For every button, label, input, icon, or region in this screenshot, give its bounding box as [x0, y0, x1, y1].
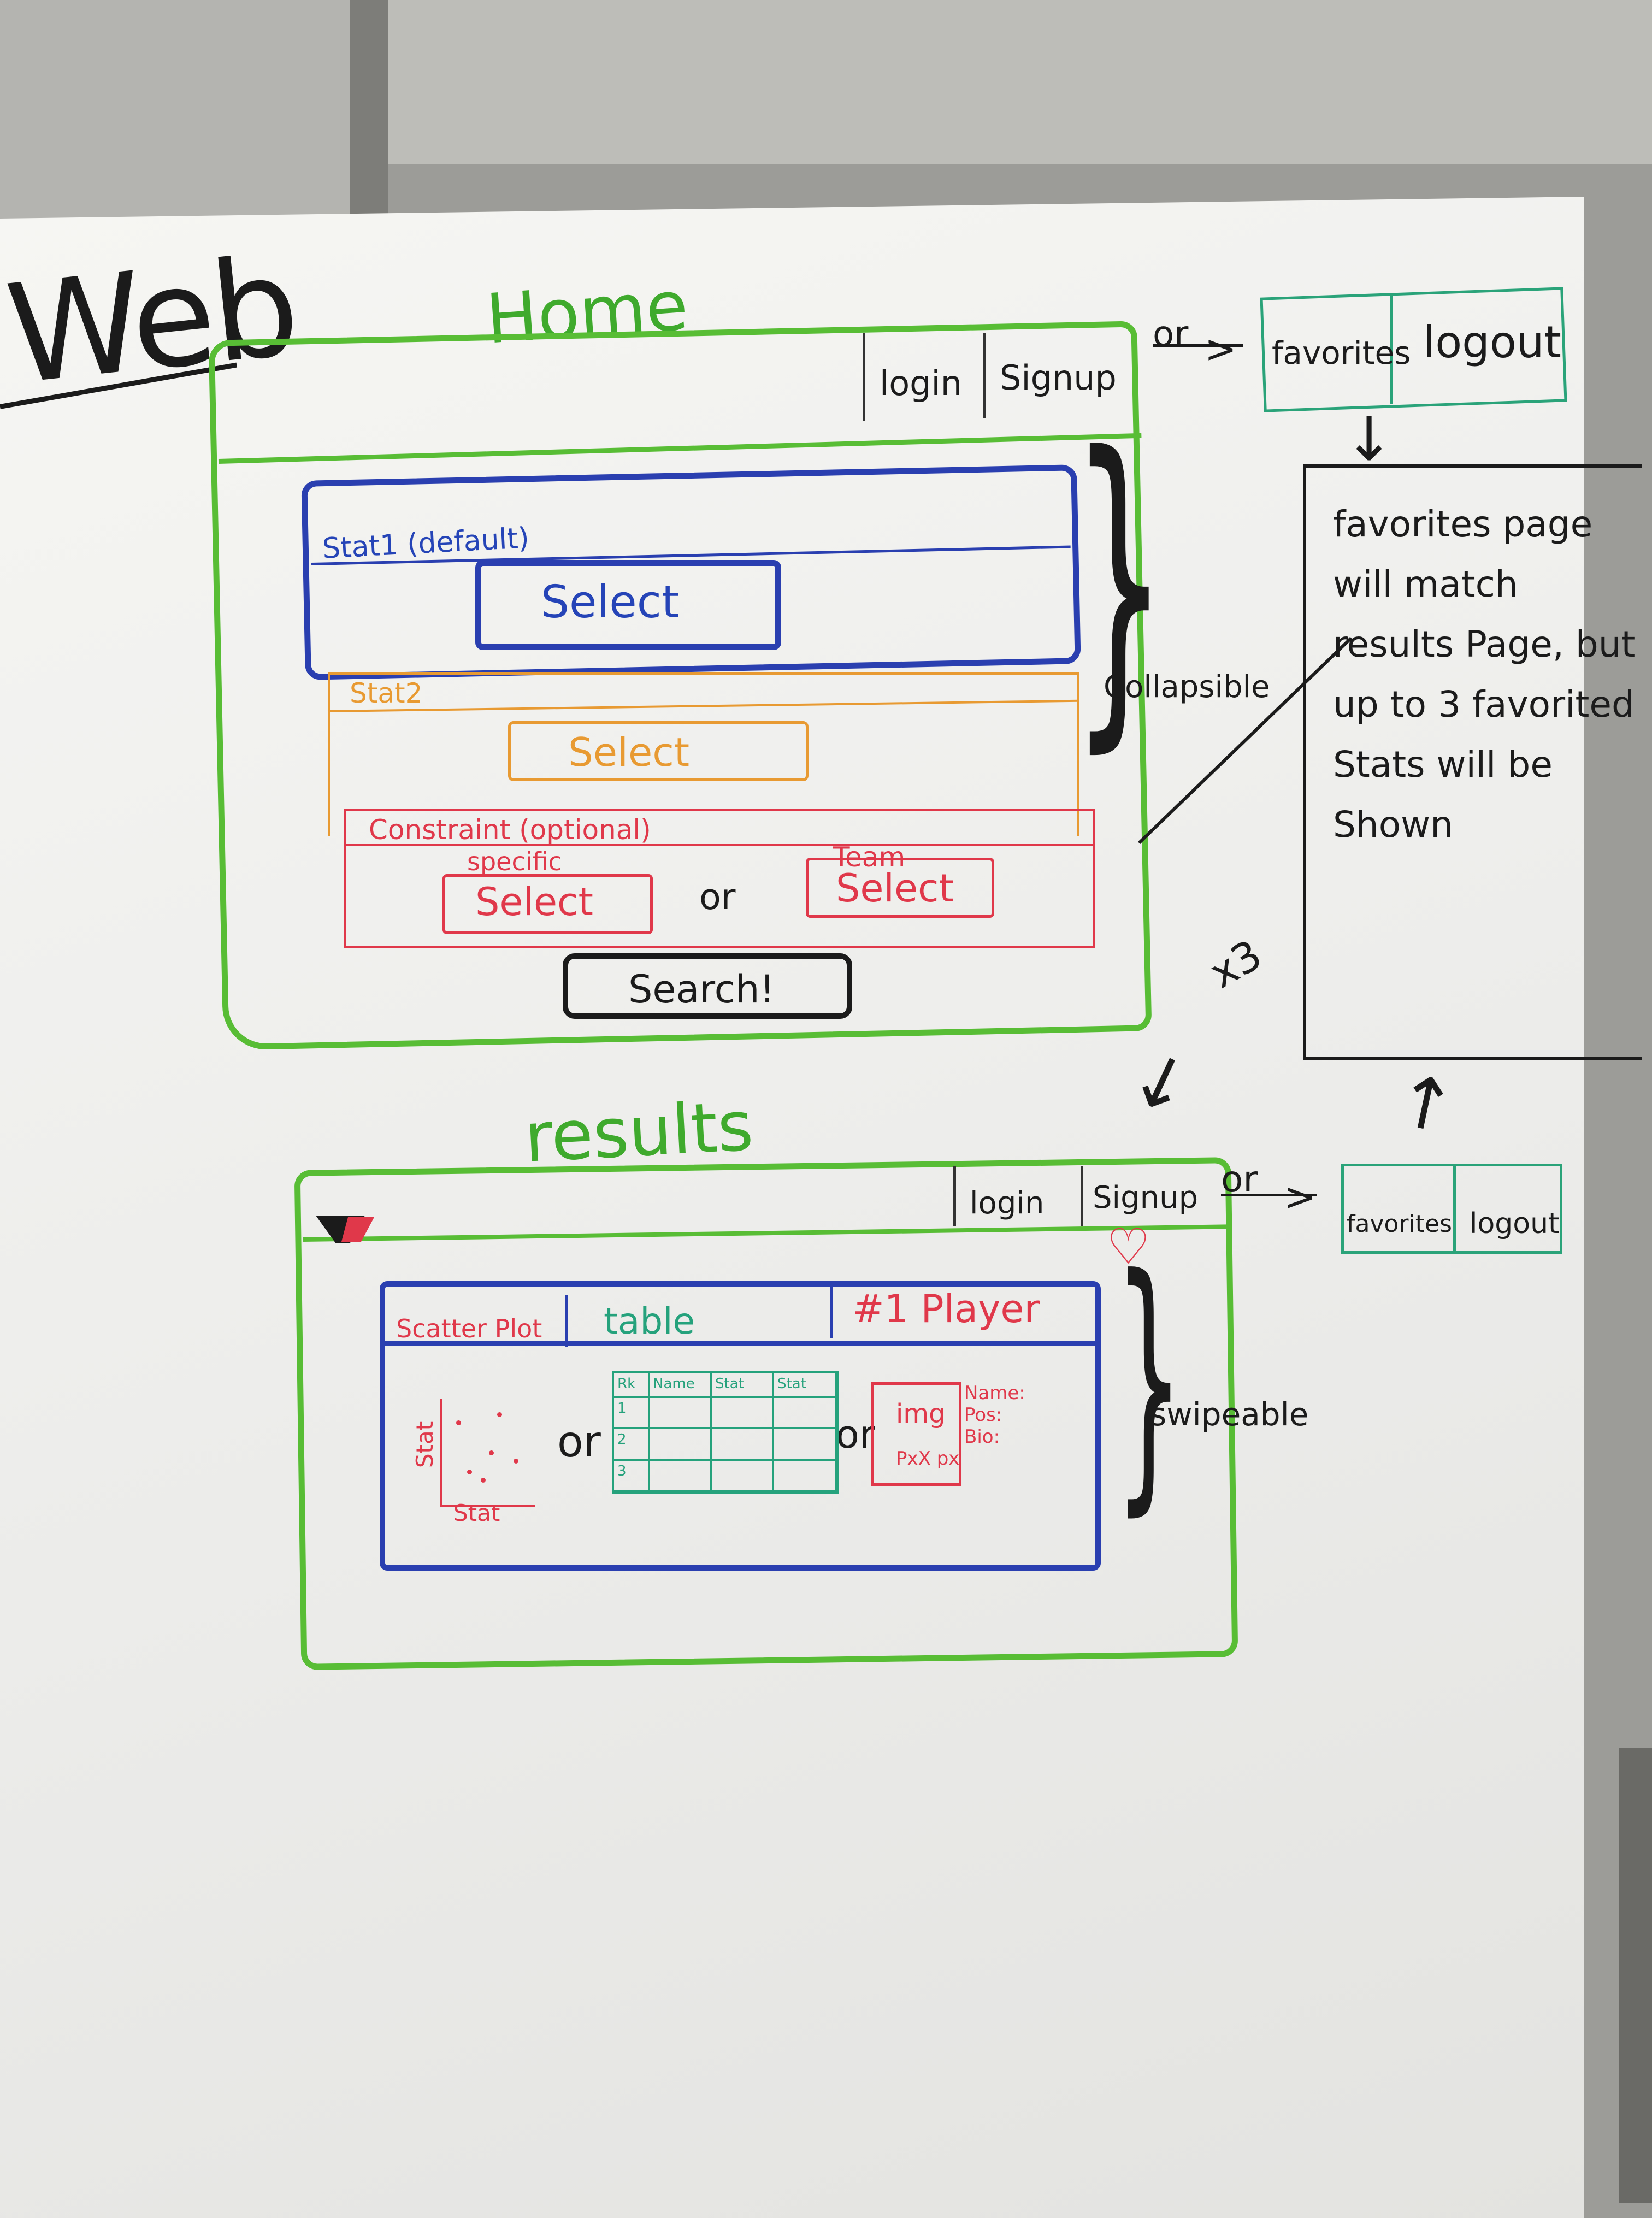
- cubicle-wall: [0, 0, 350, 229]
- results-or-b: or: [836, 1412, 875, 1457]
- scatter-x-axis: [440, 1505, 535, 1507]
- arrow-down-icon: ↓: [1344, 404, 1395, 474]
- table-cell: [712, 1398, 774, 1430]
- tab-divider: [565, 1295, 568, 1347]
- stat2-select-label: Select: [568, 729, 690, 775]
- scatter-point: [514, 1459, 518, 1464]
- constraint-label: Constraint (optional): [369, 814, 651, 846]
- scatter-point: [467, 1470, 472, 1474]
- scatter-x-label: Stat: [453, 1500, 500, 1526]
- auth-nav-top-divider: [1390, 295, 1393, 404]
- results-table: Rk Name Stat Stat 1 2 3: [612, 1371, 839, 1494]
- arrow-right-icon: >: [1284, 1175, 1316, 1219]
- table-cell: [650, 1460, 712, 1492]
- stat1-select-button[interactable]: [475, 560, 781, 650]
- table-cell-rank: 3: [614, 1460, 650, 1492]
- specific-label: specific: [467, 847, 562, 876]
- cubicle-post: [350, 0, 388, 229]
- auth-or-bottom: or: [1221, 1158, 1258, 1200]
- favorites-page-note: favorites page will match results Page, …: [1333, 503, 1636, 846]
- collapsible-note: Collapsible: [1104, 669, 1270, 705]
- player-image-placeholder: [871, 1382, 961, 1486]
- tab-table[interactable]: table: [604, 1300, 695, 1342]
- constraint-panel: [344, 809, 1095, 948]
- board-edge: [1619, 1748, 1652, 2203]
- scatter-y-axis: [440, 1399, 442, 1505]
- arrow-line-bottom: [1221, 1194, 1317, 1196]
- table-cell: [650, 1429, 712, 1461]
- scatter-point: [497, 1412, 502, 1417]
- scatter-point: [489, 1450, 494, 1455]
- constraint-divider: [344, 844, 1095, 846]
- table-cell: [712, 1460, 774, 1492]
- table-cell: [774, 1429, 836, 1461]
- results-nav-divider: [1081, 1166, 1083, 1226]
- auth-or-top: or: [1153, 314, 1189, 355]
- results-nav-left-divider: [953, 1166, 956, 1226]
- player-image-label: img: [896, 1399, 946, 1429]
- home-login-link[interactable]: login: [880, 363, 963, 403]
- scatter-y-label: Stat: [411, 1421, 439, 1468]
- table-header: Stat: [712, 1373, 774, 1398]
- team-select-button[interactable]: [806, 858, 994, 918]
- tab-top-player[interactable]: #1 Player: [852, 1287, 1040, 1331]
- home-nav-divider: [983, 333, 986, 418]
- team-label: Team: [833, 841, 906, 873]
- table-cell: [774, 1398, 836, 1430]
- tab-bar-line: [382, 1341, 1098, 1346]
- favorites-link-bottom[interactable]: favorites: [1347, 1210, 1452, 1238]
- arrow-line-top: [1153, 344, 1243, 347]
- player-image-size: PxX px: [896, 1448, 960, 1470]
- arrow-right-icon: >: [1205, 327, 1237, 371]
- results-or-a: or: [557, 1418, 601, 1467]
- stat2-label: Stat2: [350, 677, 423, 709]
- scatter-point: [456, 1420, 461, 1425]
- search-button-label: Search!: [628, 967, 775, 1012]
- whiteboard: [0, 197, 1584, 2218]
- favorites-page-note-box: [1303, 464, 1642, 1060]
- favorites-link-top[interactable]: favorites: [1272, 334, 1411, 371]
- specific-select-button[interactable]: [442, 874, 653, 934]
- specific-select-label: Select: [475, 880, 593, 924]
- auth-nav-bottom: [1341, 1164, 1562, 1254]
- team-select-label: Select: [836, 866, 954, 911]
- home-nav: [863, 333, 1142, 421]
- table-header: Stat: [774, 1373, 836, 1398]
- home-signup-link[interactable]: Signup: [1000, 358, 1117, 398]
- table-cell-rank: 1: [614, 1398, 650, 1430]
- swipeable-note: swipeable: [1150, 1396, 1309, 1433]
- results-card: [380, 1281, 1101, 1571]
- heart-icon[interactable]: ♡: [1106, 1218, 1150, 1276]
- logout-link-top[interactable]: logout: [1423, 317, 1561, 368]
- table-cell-rank: 2: [614, 1429, 650, 1461]
- cubicle-wall-right: [388, 0, 1652, 164]
- tab-scatter-plot[interactable]: Scatter Plot: [396, 1314, 542, 1343]
- collapsible-brace: }: [1071, 386, 1168, 780]
- table-cell: [774, 1460, 836, 1492]
- stat2-panel: [328, 672, 1079, 836]
- player-info: Name: Pos: Bio:: [964, 1382, 1025, 1448]
- results-login-link[interactable]: login: [970, 1185, 1045, 1221]
- swipeable-brace: }: [1114, 1220, 1184, 1538]
- table-cell: [712, 1429, 774, 1461]
- results-signup-link[interactable]: Signup: [1093, 1180, 1199, 1216]
- auth-nav-bottom-divider: [1453, 1166, 1456, 1254]
- constraint-or: or: [699, 877, 736, 918]
- tab-divider: [830, 1284, 833, 1338]
- scatter-point: [481, 1478, 486, 1483]
- table-cell: [650, 1398, 712, 1430]
- stat2-select-button[interactable]: [508, 721, 809, 781]
- search-button[interactable]: [563, 953, 852, 1019]
- logout-link-bottom[interactable]: logout: [1470, 1207, 1560, 1240]
- stat1-select-label: Select: [541, 576, 679, 628]
- table-header: Name: [650, 1373, 712, 1398]
- table-header: Rk: [614, 1373, 650, 1398]
